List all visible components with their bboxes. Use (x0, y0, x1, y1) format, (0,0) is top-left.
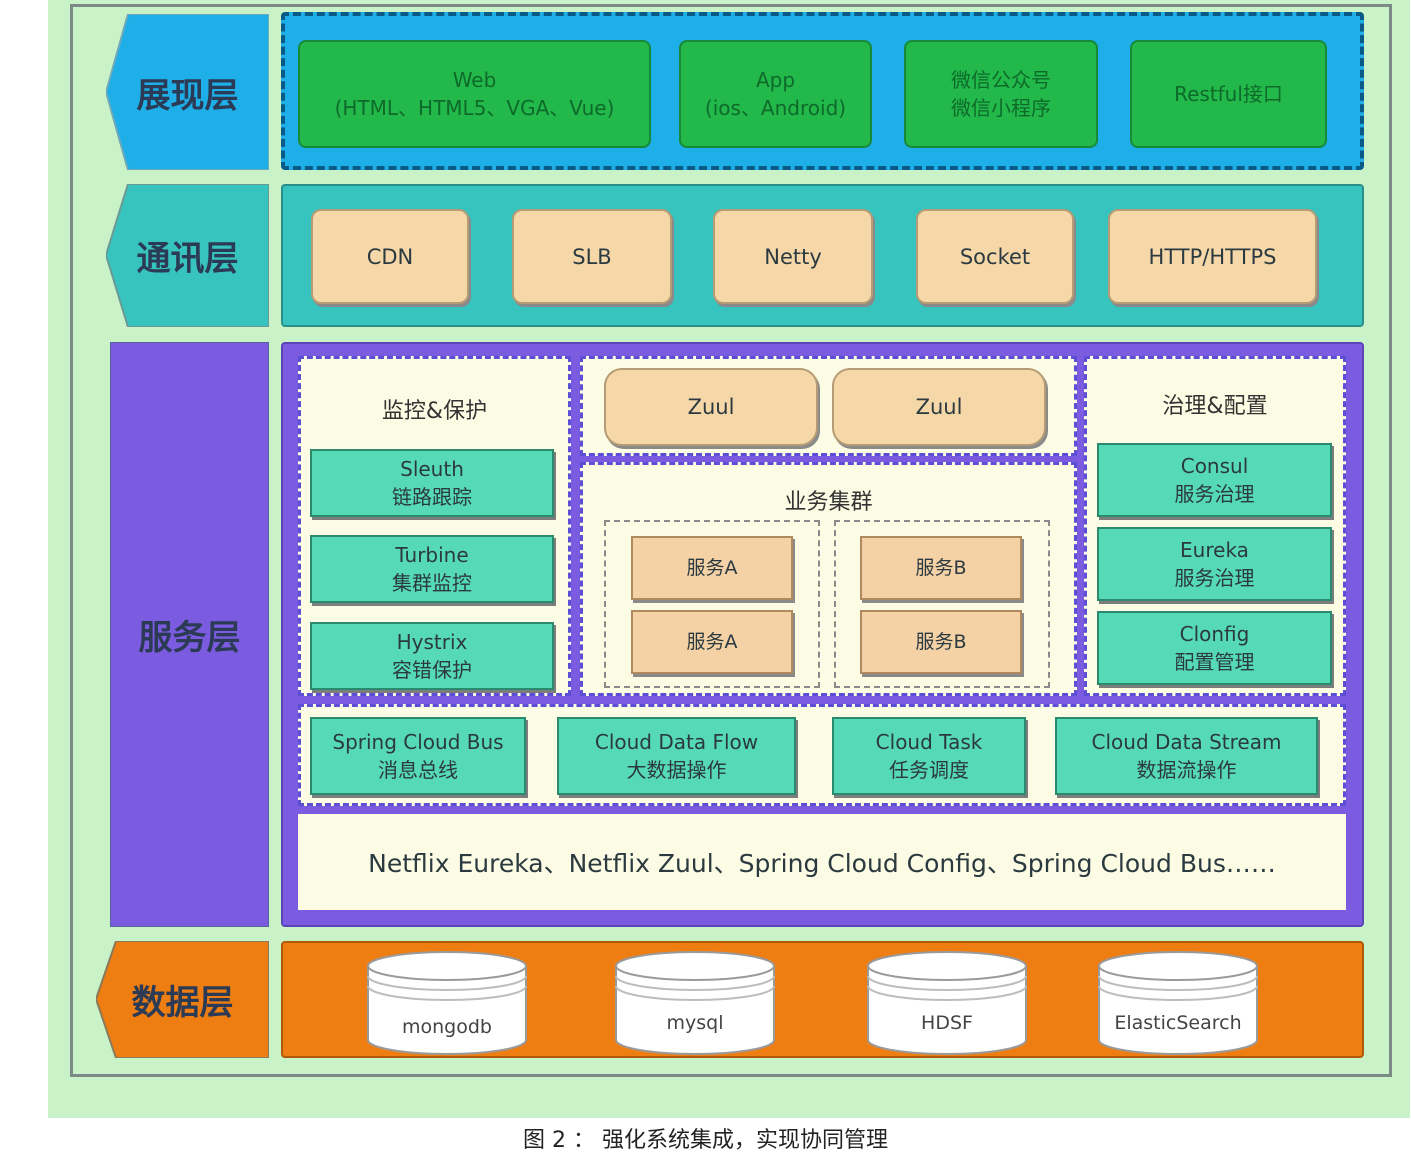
gateway-zuul-1: Zuul (604, 368, 818, 446)
comm-netty-label: Netty (764, 244, 822, 269)
presentation-restful-box: Restful接口 (1130, 40, 1327, 148)
monitor-turbine-box: Turbine 集群监控 (310, 535, 554, 603)
presentation-app-box: App (ios、Android) (679, 40, 872, 148)
datastore-hdsf-label: HDSF (921, 1012, 973, 1034)
figure-caption: 图 2 ： 强化系统集成，实现协同管理 (523, 1128, 888, 1153)
layer-label-data: 数据层 (131, 983, 234, 1023)
bus-cloud-task: Cloud Task 任务调度 (832, 717, 1026, 795)
monitor-turbine-title: Turbine (395, 543, 469, 567)
bus-cloud-data-stream-subtitle: 数据流操作 (1136, 758, 1237, 782)
comm-http-label: HTTP/HTTPS (1148, 244, 1277, 269)
layer-label-presentation: 展现层 (136, 75, 239, 116)
bus-spring-cloud-bus-title: Spring Cloud Bus (332, 730, 504, 754)
datastore-mongodb-label: mongodb (402, 1016, 492, 1038)
comm-slb-label: SLB (572, 244, 612, 269)
monitor-sleuth-subtitle: 链路跟踪 (392, 485, 472, 509)
monitor-sleuth-box: Sleuth 链路跟踪 (310, 449, 554, 517)
service-b-box-2: 服务B (860, 610, 1022, 674)
comm-http-box: HTTP/HTTPS (1108, 209, 1317, 304)
datastore-elasticsearch: ElasticSearch (1097, 950, 1259, 1056)
service-a-box-1: 服务A (631, 536, 793, 600)
service-b-label-2: 服务B (915, 631, 967, 653)
comm-slb-box: SLB (512, 209, 672, 304)
comm-socket-box: Socket (916, 209, 1074, 304)
bus-cloud-data-flow-subtitle: 大数据操作 (626, 758, 727, 782)
service-b-box-1: 服务B (860, 536, 1022, 600)
comm-cdn-box: CDN (311, 209, 469, 304)
monitor-title: 监控&保护 (381, 399, 488, 424)
layer-tab-presentation: 展现层 (106, 14, 269, 170)
bus-cloud-data-flow: Cloud Data Flow 大数据操作 (557, 717, 796, 795)
layer-tab-communication: 通讯层 (106, 184, 269, 327)
layer-label-communication: 通讯层 (136, 239, 239, 279)
foundation-panel: Netflix Eureka、Netflix Zuul、Spring Cloud… (298, 814, 1346, 910)
datastore-hdsf: HDSF (866, 950, 1028, 1056)
datastore-mysql-label: mysql (666, 1012, 724, 1034)
layer-label-service: 服务层 (138, 618, 241, 658)
service-b-label-1: 服务B (915, 557, 967, 579)
monitor-hystrix-box: Hystrix 容错保护 (310, 622, 554, 690)
presentation-restful-title: Restful接口 (1174, 82, 1283, 106)
governance-eureka-box: Eureka 服务治理 (1097, 527, 1332, 601)
governance-eureka-subtitle: 服务治理 (1174, 566, 1255, 590)
governance-title: 治理&配置 (1162, 394, 1268, 419)
bus-cloud-task-title: Cloud Task (875, 730, 983, 754)
layer-tab-service: 服务层 (110, 342, 269, 927)
comm-socket-label: Socket (959, 244, 1031, 269)
governance-eureka-title: Eureka (1180, 538, 1249, 562)
presentation-wechat-box: 微信公众号 微信小程序 (904, 40, 1098, 148)
service-a-label-2: 服务A (686, 631, 738, 653)
bus-cloud-data-flow-title: Cloud Data Flow (594, 730, 759, 754)
presentation-web-title: Web (452, 68, 497, 92)
presentation-web-subtitle: (HTML、HTML5、VGA、Vue) (334, 96, 615, 120)
monitor-hystrix-title: Hystrix (396, 630, 468, 654)
governance-consul-subtitle: 服务治理 (1174, 482, 1255, 506)
datastore-elasticsearch-label: ElasticSearch (1114, 1012, 1242, 1034)
governance-consul-title: Consul (1180, 454, 1249, 478)
gateway-zuul-2: Zuul (832, 368, 1046, 446)
monitor-turbine-subtitle: 集群监控 (392, 571, 472, 595)
cluster-group-a (604, 520, 820, 688)
bus-cloud-data-stream: Cloud Data Stream 数据流操作 (1055, 717, 1318, 795)
governance-config-title: Clonfig (1179, 622, 1250, 646)
monitor-hystrix-subtitle: 容错保护 (392, 658, 472, 682)
comm-netty-box: Netty (713, 209, 873, 304)
bus-cloud-data-stream-title: Cloud Data Stream (1091, 730, 1282, 754)
presentation-web-box: Web (HTML、HTML5、VGA、Vue) (298, 40, 651, 148)
bus-spring-cloud-bus-subtitle: 消息总线 (378, 758, 458, 782)
governance-config-subtitle: 配置管理 (1174, 650, 1255, 674)
datastore-mongodb: mongodb (366, 950, 528, 1056)
bus-spring-cloud-bus: Spring Cloud Bus 消息总线 (310, 717, 526, 795)
monitor-sleuth-title: Sleuth (400, 457, 464, 481)
diagram-frame (70, 4, 1392, 1077)
presentation-wechat-subtitle: 微信小程序 (951, 96, 1051, 120)
governance-consul-box: Consul 服务治理 (1097, 443, 1332, 517)
presentation-wechat-title: 微信公众号 (951, 68, 1051, 92)
layer-tab-data: 数据层 (96, 941, 269, 1058)
foundation-text: Netflix Eureka、Netflix Zuul、Spring Cloud… (368, 849, 1276, 878)
service-a-label-1: 服务A (686, 557, 738, 579)
service-a-box-2: 服务A (631, 610, 793, 674)
comm-cdn-label: CDN (366, 244, 414, 269)
presentation-app-title: App (755, 68, 796, 92)
presentation-app-subtitle: (ios、Android) (704, 96, 847, 120)
governance-config-box: Clonfig 配置管理 (1097, 611, 1332, 685)
gateway-zuul-2-label: Zuul (915, 395, 963, 419)
cluster-group-b (834, 520, 1050, 688)
gateway-zuul-1-label: Zuul (687, 395, 735, 419)
datastore-mysql: mysql (614, 950, 776, 1056)
bus-cloud-task-subtitle: 任务调度 (889, 758, 969, 782)
cluster-title: 业务集群 (784, 490, 873, 515)
